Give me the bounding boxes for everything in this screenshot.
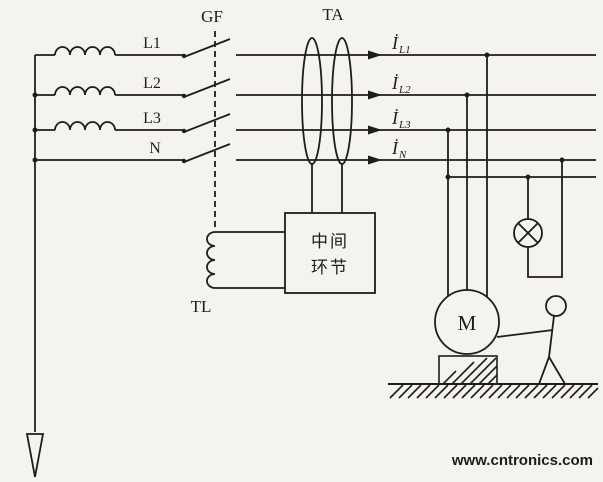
- ct-core-loop-right: [331, 37, 353, 165]
- current-label-il3: İL3: [391, 108, 411, 131]
- current-annotations: İL1 İL2 İL3 İN: [368, 33, 411, 165]
- line-name-labels: L1 L2 L3 N: [143, 35, 161, 157]
- winding-coil-l3: [54, 121, 116, 131]
- label-l1: L1: [143, 35, 161, 52]
- switch-blade-l3: [183, 113, 231, 133]
- trip-coil-winding: [206, 231, 216, 289]
- motor-base-hatching: [442, 357, 498, 385]
- box-text-line2: 环节: [311, 258, 349, 278]
- motor-label: M: [458, 311, 477, 335]
- earth-electrode-icon: [25, 433, 45, 478]
- ct-core-loop-left: [301, 37, 323, 165]
- motor-base: [438, 355, 498, 385]
- current-transformer-ta: TA: [301, 5, 353, 213]
- junction-dot: [525, 174, 531, 180]
- switch-blade-l2: [183, 78, 231, 98]
- box-outline: [284, 212, 376, 294]
- breaker-label-gf: GF: [201, 7, 223, 26]
- lamp-return-wire: [527, 160, 563, 278]
- current-label-il2: İL2: [391, 73, 411, 96]
- trip-coil-tl: TL: [191, 231, 285, 316]
- ct-label-ta: TA: [322, 5, 344, 24]
- box-text-line1: 中间: [311, 232, 349, 252]
- junction-dot: [464, 92, 470, 98]
- label-n: N: [149, 140, 161, 157]
- junction-dot: [445, 174, 451, 180]
- contact-dot: [181, 53, 187, 59]
- source-windings: [54, 46, 116, 131]
- breaker-gf: GF: [181, 7, 231, 230]
- label-l3: L3: [143, 110, 161, 127]
- person-legs: [538, 356, 566, 385]
- label-l2: L2: [143, 75, 161, 92]
- switch-blade-n: [183, 143, 231, 163]
- ground-hatching: [389, 384, 599, 399]
- intermediate-element-box: 中间 环节: [284, 212, 376, 294]
- current-label-il1: İL1: [391, 33, 411, 56]
- power-conductors: [35, 54, 596, 178]
- watermark-text: www.cntronics.com: [451, 452, 593, 469]
- person-body: [548, 315, 555, 358]
- lamp-branch: [445, 157, 565, 278]
- person-arm-touching-motor: [496, 329, 554, 338]
- junction-dot: [445, 127, 451, 133]
- winding-coil-l1: [54, 46, 116, 56]
- neutral-ground-bus: [25, 55, 45, 478]
- ground-floor: [388, 383, 599, 399]
- lamp-cross: [517, 222, 539, 244]
- junction-dot: [484, 52, 490, 58]
- winding-coil-l2: [54, 86, 116, 96]
- current-label-in: İN: [391, 138, 407, 161]
- trip-coil-label-tl: TL: [191, 297, 212, 316]
- current-arrow-l1: [368, 50, 382, 60]
- contact-dot: [181, 158, 187, 164]
- person-head: [545, 295, 567, 317]
- current-arrow-n: [368, 155, 382, 165]
- contact-dot: [181, 128, 187, 134]
- motor-branch: M: [434, 52, 500, 385]
- motor-circle: [434, 289, 500, 355]
- current-arrow-l3: [368, 125, 382, 135]
- switch-blade-l1: [183, 38, 231, 58]
- person-figure: [496, 295, 567, 385]
- junction-dot: [559, 157, 565, 163]
- current-arrow-l2: [368, 90, 382, 100]
- contact-dot: [181, 93, 187, 99]
